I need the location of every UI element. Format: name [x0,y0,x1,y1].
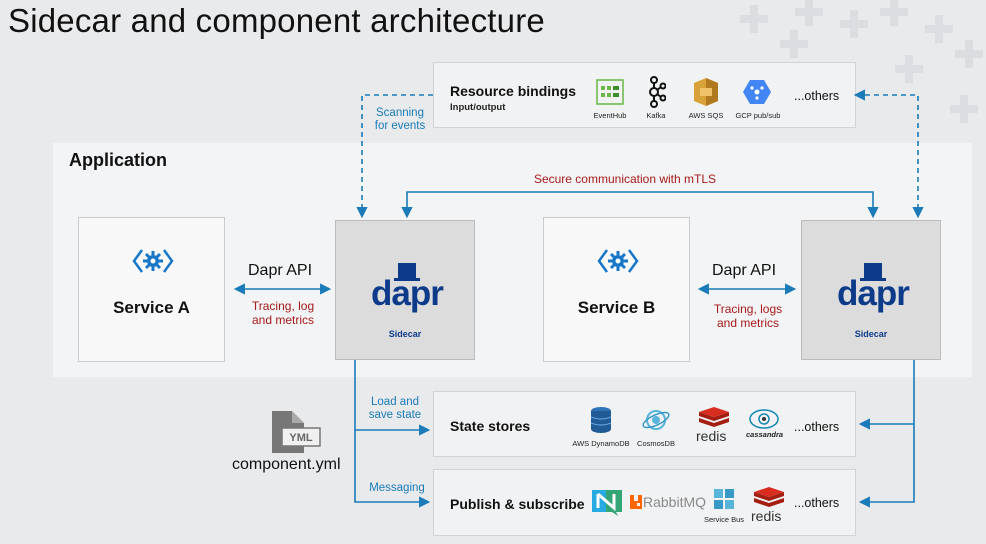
redis-pubsub-label: redis [751,508,782,524]
mtls-arrow [401,191,879,219]
pubsub-arrow-right [858,360,915,508]
service-icon [132,249,174,273]
dynamodb-icon [590,407,612,433]
load-save-label: Load and save state [365,396,425,422]
cassandra-caption: cassandra [746,430,784,439]
pubsub-title: Publish & subscribe [450,496,585,512]
redis-icon [699,407,729,427]
cosmosdb-icon [642,410,670,430]
pubsub-box: Publish & subscribe RabbitMQ Service Bus… [433,469,856,536]
scanning-arrow-right [853,89,924,219]
state-stores-title: State stores [450,418,531,434]
yml-file-icon: YML [272,411,321,453]
kafka-icon [649,76,666,108]
state-stores-box: State stores AWS DynamoDB CosmosDB redis… [433,391,856,457]
dynamodb-caption: AWS DynamoDB [572,439,630,448]
tracing-label-b-line2: and metrics [716,316,780,330]
scanning-label-line2: for events [374,120,426,132]
redis-icon [754,487,784,507]
messaging-label: Messaging [369,482,425,494]
sidecar-a: dapr Sidecar [335,220,475,360]
dapr-api-label-b: Dapr API [711,262,777,279]
messaging-arrow [354,360,431,508]
tracing-label-b-line1: Tracing, logs [713,302,783,316]
load-save-label-line1: Load and [371,396,419,408]
resource-bindings-box: Resource bindings Input/output EventHub … [433,62,856,128]
resource-bindings-others: ...others [794,89,840,103]
dapr-hat-icon [860,263,886,281]
gcp-pubsub-caption: GCP pub/sub [735,111,781,120]
rabbitmq-icon [630,495,642,509]
service-b-label: Service B [577,298,656,317]
aws-sqs-caption: AWS SQS [688,111,724,120]
service-b-card: Service B [543,217,690,362]
tracing-label-a: Tracing, log and metrics [240,299,326,327]
cosmosdb-caption: CosmosDB [637,439,675,448]
component-yml-label: component.yml [232,456,341,473]
scanning-label-line1: Scanning [376,107,424,119]
mtls-label: Secure communication with mTLS [533,172,717,186]
scanning-arrow-left [356,94,433,219]
load-save-label-line2: save state [368,409,422,421]
service-bus-caption: Service Bus [703,515,745,524]
state-stores-others: ...others [794,420,840,434]
cassandra-icon [749,409,779,429]
sidecar-a-label: Sidecar [388,329,422,339]
rabbitmq-label: RabbitMQ [643,494,707,510]
service-a-label: Service A [113,298,190,317]
resource-bindings-subtitle: Input/output [450,102,506,113]
tracing-label-a-line1: Tracing, log [251,299,315,313]
service-a-card: Service A [78,217,225,362]
sidecar-b-label: Sidecar [854,329,888,339]
scanning-label: Scanning for events [368,107,432,133]
tracing-label-a-line2: and metrics [251,313,315,327]
resource-bindings-title: Resource bindings [450,83,577,99]
application-label: Application [69,150,167,170]
nats-icon [592,490,622,516]
aws-sqs-icon [694,78,718,106]
service-bus-icon [714,489,734,509]
tracing-label-b: Tracing, logs and metrics [703,302,793,330]
eventhub-icon [596,79,624,105]
sidecar-b: dapr Sidecar [801,220,941,360]
dapr-hat-icon [394,263,420,281]
dapr-logo-text: dapr [837,274,910,313]
plus-pattern-decoration [740,0,983,123]
dapr-api-label-a: Dapr API [247,262,313,279]
redis-state-label: redis [696,428,727,444]
dapr-logo-text: dapr [371,274,444,313]
eventhub-caption: EventHub [593,111,627,120]
pubsub-others: ...others [794,496,840,510]
kafka-caption: Kafka [646,111,666,120]
service-icon [597,249,639,273]
page-title: Sidecar and component architecture [8,2,545,39]
yml-icon-text: YML [289,432,313,444]
gcp-pubsub-icon [743,80,771,104]
